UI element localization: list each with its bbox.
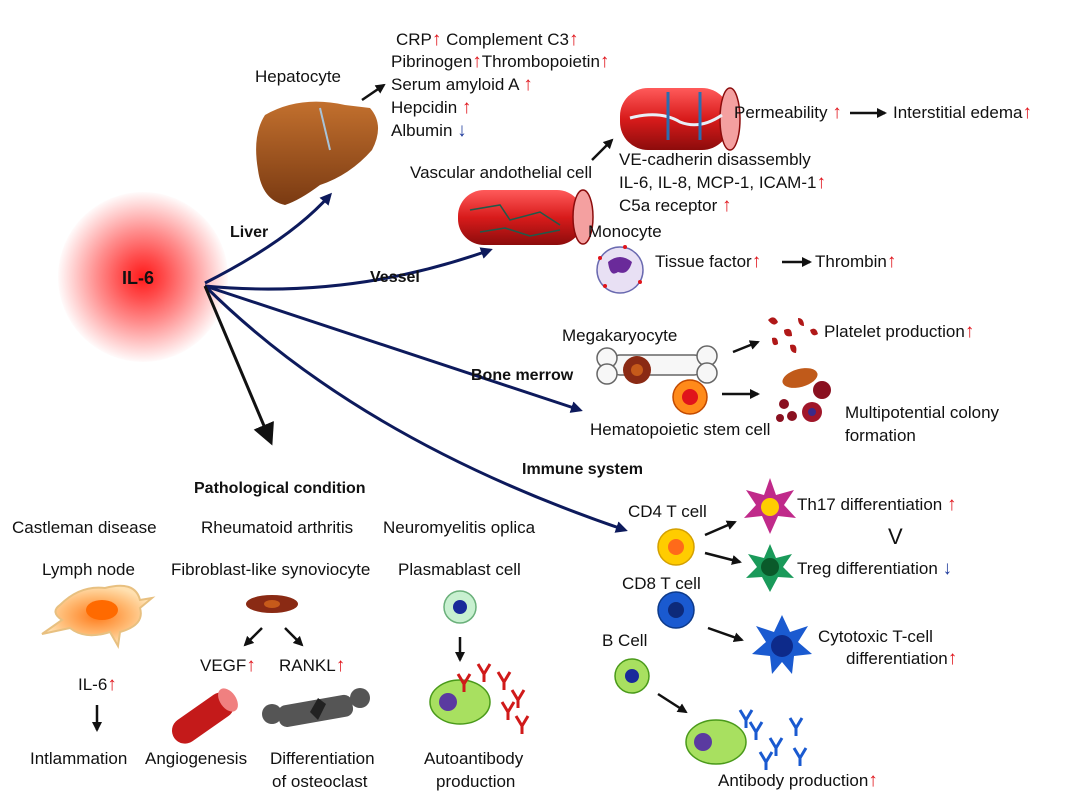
ctl-arrow bbox=[707, 626, 744, 643]
osteoclast-label-1: Differentiation bbox=[270, 749, 375, 768]
il6-up-label: IL-6↑ bbox=[78, 674, 117, 695]
arrow-to-liver bbox=[204, 192, 332, 285]
monocyte-label: Monocyte bbox=[588, 222, 662, 241]
liver-item-hepcidin: Hepcidin ↑ bbox=[391, 97, 472, 118]
cd4-label: CD4 T cell bbox=[628, 502, 707, 521]
branch-immune-label: Immune system bbox=[522, 461, 643, 478]
ctl-label-1: Cytotoxic T-cell bbox=[818, 627, 933, 646]
interstitial-edema-label: Interstitial edema↑ bbox=[893, 102, 1032, 123]
antibody-arrow bbox=[657, 692, 688, 714]
megakaryocyte-label: Megakaryocyte bbox=[562, 326, 678, 345]
small-vessel-icon bbox=[458, 189, 594, 245]
plasmablast-icon bbox=[443, 590, 477, 624]
liver-item-crp: CRP↑ Complement C3↑ bbox=[396, 29, 579, 50]
th17-label: Th17 differentiation ↑ bbox=[797, 494, 957, 515]
megakaryocyte-icon bbox=[623, 356, 651, 384]
antibody-production-label: Antibody production↑ bbox=[718, 770, 878, 791]
treg-cell-icon bbox=[746, 544, 794, 592]
vessel-zoom-arrow bbox=[591, 138, 614, 161]
fls-label: Fibroblast-like synoviocyte bbox=[171, 560, 371, 579]
main-arrows bbox=[203, 192, 628, 533]
large-vessel-icon bbox=[620, 87, 741, 151]
ra-label: Rheumatoid arthritis bbox=[201, 518, 354, 537]
arrow-to-vessel bbox=[204, 247, 493, 291]
synoviocyte-icon bbox=[246, 595, 298, 613]
thrombin-label: Thrombin↑ bbox=[815, 251, 897, 272]
permeability-label: Permeability ↑ bbox=[734, 102, 842, 123]
antibody-icon bbox=[738, 709, 808, 770]
il6-center-label: IL-6 bbox=[122, 268, 155, 288]
nmo-label: Neuromyelitis oplica bbox=[383, 518, 536, 537]
rankl-arrow bbox=[284, 627, 304, 647]
branch-bone-marrow-label: Bone merrow bbox=[471, 367, 574, 384]
b-cell-label: B Cell bbox=[602, 631, 648, 650]
ctl-label-2: differentiation↑ bbox=[846, 648, 958, 669]
treg-label: Treg differentiation ↓ bbox=[797, 558, 953, 579]
branch-liver-label: Liver bbox=[230, 224, 269, 241]
arrow-to-bone-marrow bbox=[204, 284, 583, 413]
arrow-to-pathological bbox=[203, 285, 274, 446]
colony-icon bbox=[776, 368, 831, 422]
c5a-receptor-label: C5a receptor ↑ bbox=[619, 195, 732, 216]
vegf-arrow bbox=[243, 627, 263, 647]
autoantibody-label-2: production bbox=[436, 772, 516, 791]
cd4-cell-icon bbox=[657, 528, 695, 566]
treg-arrow bbox=[704, 551, 742, 565]
platelet-arrow bbox=[732, 340, 760, 354]
platelet-production-label: Platelet production↑ bbox=[824, 321, 975, 342]
cytotoxic-cell-icon bbox=[752, 615, 812, 674]
hepatocyte-label: Hepatocyte bbox=[255, 67, 341, 86]
versus-label: V bbox=[888, 524, 903, 549]
blood-vessel-capsule-icon bbox=[171, 688, 238, 744]
cytokines-label: IL-6, IL-8, MCP-1, ICAM-1↑ bbox=[619, 172, 826, 193]
th17-arrow bbox=[704, 520, 737, 537]
hsc-label: Hematopoietic stem cell bbox=[590, 420, 771, 439]
liver-icon bbox=[256, 101, 379, 205]
ve-cadherin-label: VE-cadherin disassembly bbox=[619, 150, 811, 169]
colony-label-2: formation bbox=[845, 426, 916, 445]
angiogenesis-label: Angiogenesis bbox=[145, 749, 248, 768]
hematopoietic-stem-cell-icon bbox=[672, 379, 708, 415]
colony-label-1: Multipotential colony bbox=[845, 403, 1000, 422]
vegf-label: VEGF↑ bbox=[200, 655, 256, 676]
monocyte-icon bbox=[596, 245, 644, 294]
bone-icon bbox=[596, 345, 718, 385]
autoantibody-label-1: Autoantibody bbox=[424, 749, 524, 768]
inflammation-label: Intlammation bbox=[30, 749, 128, 768]
arrow-to-immune bbox=[203, 284, 628, 533]
platelet-icon bbox=[768, 317, 818, 353]
osteoclast-icon bbox=[262, 688, 370, 727]
lymph-node-label: Lymph node bbox=[42, 560, 135, 579]
il6-glow bbox=[58, 192, 228, 362]
tissue-factor-label: Tissue factor↑ bbox=[655, 251, 762, 272]
b-cell-icon bbox=[614, 658, 650, 694]
liver-item-saa: Serum amyloid A ↑ bbox=[391, 74, 533, 95]
cd8-cell-icon bbox=[657, 591, 695, 629]
cd8-label: CD8 T cell bbox=[622, 574, 701, 593]
osteoclast-label-2: of osteoclast bbox=[272, 772, 368, 791]
lymph-node-icon bbox=[41, 584, 156, 650]
th17-cell-icon bbox=[744, 478, 796, 534]
endothelial-label: Vascular andothelial cell bbox=[410, 163, 593, 182]
liver-item-albumin: Albumin ↓ bbox=[391, 120, 467, 141]
plasma-cell-red-icon bbox=[429, 679, 491, 725]
liver-output-arrow bbox=[361, 83, 386, 102]
branch-vessel-label: Vessel bbox=[370, 269, 420, 286]
rankl-label: RANKL↑ bbox=[279, 655, 346, 676]
plasma-cell-icon bbox=[685, 719, 747, 765]
castleman-label: Castleman disease bbox=[12, 518, 157, 537]
autoantibody-icon bbox=[456, 663, 530, 734]
branch-pathological-label: Pathological condition bbox=[194, 480, 366, 497]
liver-item-fibrinogen: Pibrinogen↑Thrombopoietin↑ bbox=[391, 51, 610, 72]
plasmablast-label: Plasmablast cell bbox=[398, 560, 521, 579]
